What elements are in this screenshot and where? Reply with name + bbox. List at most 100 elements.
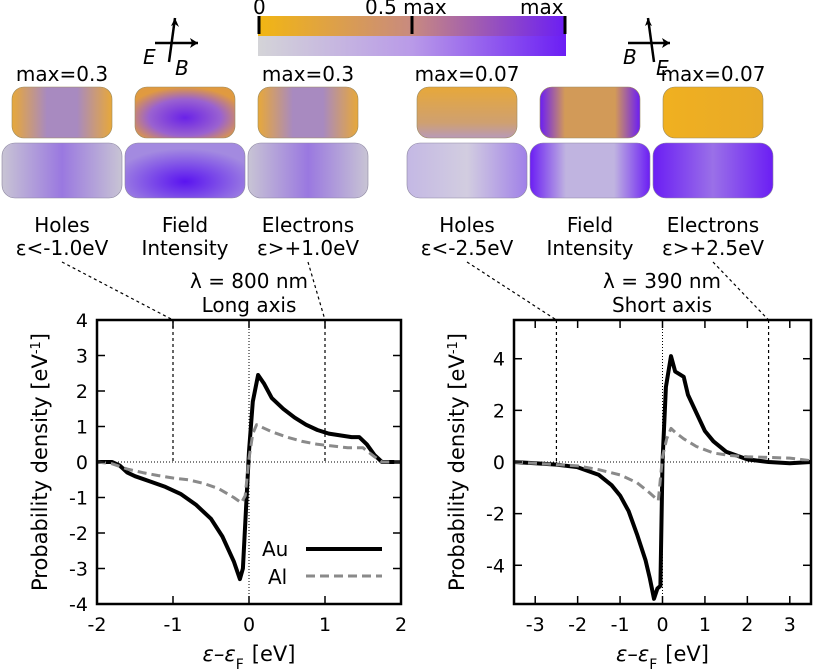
panel-max-label: max=0.3 bbox=[16, 62, 108, 86]
y-tick-label: 3 bbox=[76, 346, 88, 368]
x-axis-label: ε–εF[eV] bbox=[616, 642, 709, 671]
connector-line bbox=[712, 261, 770, 321]
connector-line bbox=[61, 261, 174, 321]
e-arrow-icon bbox=[646, 17, 656, 63]
field-direction-arrows-right bbox=[628, 17, 670, 63]
panel-label-line1: Field bbox=[567, 213, 613, 237]
legend-au-label: Au bbox=[262, 537, 288, 561]
y-tick-label: -1 bbox=[69, 488, 88, 510]
colorbar-bottom-band bbox=[258, 36, 566, 56]
bottom-block bbox=[247, 142, 369, 199]
panel-label-line1: Electrons bbox=[667, 213, 759, 237]
series-au bbox=[513, 354, 812, 601]
b-label-left: B bbox=[175, 56, 189, 80]
b-arrowhead-icon bbox=[662, 38, 670, 48]
series-al bbox=[96, 423, 401, 505]
x-tick-label: 2 bbox=[395, 614, 407, 636]
field-direction-arrows-left bbox=[155, 17, 198, 63]
bottom-block bbox=[124, 142, 246, 199]
bottom-block bbox=[406, 142, 528, 199]
panel-max-label: max=0.3 bbox=[262, 62, 354, 86]
panel-label-line2: Intensity bbox=[546, 236, 633, 260]
y-tick-label: 2 bbox=[493, 400, 505, 422]
panel-label-line1: Field bbox=[162, 213, 208, 237]
x-tick-label: 0 bbox=[243, 614, 255, 636]
y-tick-label: -2 bbox=[69, 523, 88, 545]
connector-line bbox=[466, 261, 557, 321]
bottom-block bbox=[652, 142, 774, 199]
y-tick-label: 0 bbox=[76, 452, 88, 474]
connector-line bbox=[307, 261, 326, 321]
x-tick-label: 3 bbox=[784, 614, 796, 636]
y-axis-label: Probability density [eV-1] bbox=[28, 333, 52, 591]
y-tick-label: 4 bbox=[76, 310, 88, 332]
panel-label-line1: Holes bbox=[439, 213, 495, 237]
x-tick-label: -1 bbox=[164, 614, 183, 636]
x-tick-label: -1 bbox=[611, 614, 630, 636]
x-tick-label: 2 bbox=[741, 614, 753, 636]
top-block bbox=[416, 86, 518, 139]
chart-title-line2: Long axis bbox=[202, 293, 297, 317]
b-label-right: B bbox=[623, 45, 637, 69]
top-block bbox=[257, 86, 359, 139]
b-arrowhead-icon bbox=[171, 18, 179, 27]
nanorod-panels: max=0.3Holesε<-1.0eVFieldIntensitymax=0.… bbox=[1, 62, 774, 260]
x-axis-label: ε–εF[eV] bbox=[203, 642, 296, 671]
y-tick-label: -3 bbox=[69, 559, 88, 581]
panel-label-line1: Holes bbox=[34, 213, 90, 237]
x-tick-label: -2 bbox=[568, 614, 587, 636]
e-arrowhead-icon bbox=[190, 38, 198, 48]
y-tick-label: -2 bbox=[486, 504, 505, 526]
bottom-block bbox=[1, 142, 123, 199]
y-axis-label: Probability density [eV-1] bbox=[445, 333, 469, 591]
e-label-left: E bbox=[143, 45, 156, 69]
legend: Au Al bbox=[262, 537, 382, 589]
x-tick-label: -2 bbox=[88, 614, 107, 636]
y-tick-label: 0 bbox=[493, 452, 505, 474]
top-block bbox=[662, 86, 764, 139]
panel-max-label: max=0.07 bbox=[415, 62, 520, 86]
b-arrow-icon bbox=[167, 17, 177, 63]
panel-label-line1: Electrons bbox=[262, 213, 354, 237]
x-tick-label: 1 bbox=[319, 614, 331, 636]
panel-max-label: max=0.07 bbox=[661, 62, 766, 86]
y-tick-label: 1 bbox=[76, 417, 88, 439]
colorbar-label-max: max bbox=[520, 0, 564, 19]
colorbar-label-0: 0 bbox=[253, 0, 266, 19]
legend-al-label: Al bbox=[268, 565, 287, 589]
panel-label-line2: ε>+1.0eV bbox=[257, 236, 359, 260]
y-tick-label: 4 bbox=[493, 349, 505, 371]
series-au bbox=[97, 373, 401, 582]
series-al bbox=[513, 426, 812, 503]
x-tick-label: 0 bbox=[656, 614, 668, 636]
panel-label-line2: ε>+2.5eV bbox=[662, 236, 764, 260]
top-block bbox=[539, 86, 641, 139]
y-tick-label: -4 bbox=[486, 555, 505, 577]
chart-title-line2: Short axis bbox=[612, 293, 712, 317]
e-arrowhead-icon bbox=[645, 18, 652, 26]
chart-title-line1: λ = 390 nm bbox=[603, 269, 721, 293]
x-tick-label: -3 bbox=[526, 614, 545, 636]
panel-label-line2: ε<-2.5eV bbox=[421, 236, 514, 260]
colorbar: 0 0.5 max max bbox=[253, 0, 567, 56]
top-block bbox=[11, 86, 113, 139]
top-block bbox=[134, 86, 236, 139]
y-tick-label: 2 bbox=[76, 381, 88, 403]
e-label-right: E bbox=[656, 56, 669, 80]
y-tick-label: -4 bbox=[69, 594, 88, 616]
colorbar-label-half: 0.5 max bbox=[365, 0, 447, 19]
chart-title-line1: λ = 800 nm bbox=[190, 269, 308, 293]
panel-label-line2: ε<-1.0eV bbox=[16, 236, 109, 260]
panel-connectors bbox=[61, 261, 770, 321]
panel-label-line2: Intensity bbox=[141, 236, 228, 260]
bottom-block bbox=[529, 142, 651, 199]
